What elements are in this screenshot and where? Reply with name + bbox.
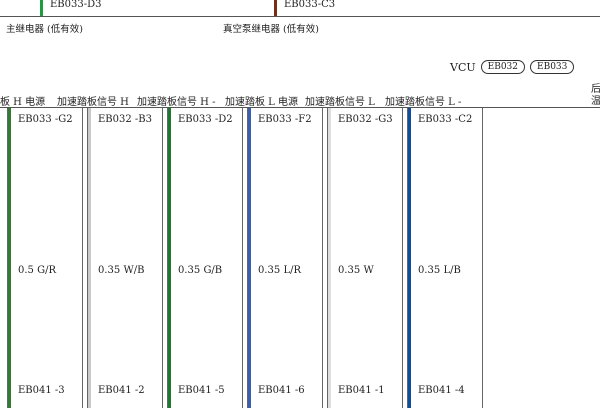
wire-spec-label: 0.5 G/R xyxy=(18,265,56,276)
edge-text-2: 温 xyxy=(591,96,600,107)
vcu-boundary-line xyxy=(0,107,600,108)
wire-column: EB033 -F2 0.35 L/R EB041 -6 xyxy=(247,108,323,408)
connector-pill-eb032: EB032 xyxy=(480,60,526,74)
top-wire-green xyxy=(40,0,43,16)
top-separator-line xyxy=(0,16,600,17)
bottom-pin-label: EB041 -2 xyxy=(98,385,145,396)
signal-l-power: 加速踏板 L 电源 xyxy=(225,97,298,108)
wire-stripe xyxy=(328,108,331,408)
connector-eb033-d3-label: EB033-D3 xyxy=(50,0,102,10)
connector-pill-eb033: EB033 xyxy=(530,60,575,74)
wire-stripe xyxy=(248,108,251,408)
top-pin-label: EB033 -G2 xyxy=(18,114,73,125)
top-pin-label: EB032 -G3 xyxy=(338,114,393,125)
wire-spec-label: 0.35 W/B xyxy=(98,265,145,276)
signal-l: 加速踏板信号 L xyxy=(305,97,375,108)
top-pin-label: EB033 -C2 xyxy=(418,114,473,125)
wire-stripe xyxy=(408,108,411,408)
bottom-pin-label: EB041 -1 xyxy=(338,385,385,396)
wire-spec-label: 0.35 G/B xyxy=(178,265,223,276)
top-pin-label: EB033 -D2 xyxy=(178,114,233,125)
wire-spec-label: 0.35 W xyxy=(338,265,374,276)
wire-spec-label: 0.35 L/B xyxy=(418,265,461,276)
top-pin-label: EB032 -B3 xyxy=(98,114,153,125)
bottom-pin-label: EB041 -6 xyxy=(258,385,305,396)
bottom-pin-label: EB041 -4 xyxy=(418,385,465,396)
wire-spec-label: 0.35 L/R xyxy=(258,265,301,276)
signal-l-minus: 加速踏板信号 L - xyxy=(385,97,462,108)
signal-h-minus: 加速踏板信号 H - xyxy=(137,97,216,108)
vcu-label: VCU xyxy=(450,60,476,74)
top-wire-brown xyxy=(274,0,277,16)
main-relay-label: 主继电器 (低有效) xyxy=(6,24,83,35)
wire-column: EB033 -D2 0.35 G/B EB041 -5 xyxy=(167,108,243,408)
wire-stripe xyxy=(88,108,91,408)
bottom-pin-label: EB041 -3 xyxy=(18,385,65,396)
bottom-pin-label: EB041 -5 xyxy=(178,385,225,396)
wire-stripe xyxy=(8,108,11,408)
wire-column: EB033 -G2 0.5 G/R EB041 -3 xyxy=(7,108,83,408)
wire-column: EB033 -C2 0.35 L/B EB041 -4 xyxy=(407,108,483,408)
wire-column: EB032 -B3 0.35 W/B EB041 -2 xyxy=(87,108,163,408)
wire-stripe xyxy=(168,108,171,408)
connector-eb033-c3-label: EB033-C3 xyxy=(284,0,336,10)
wire-column: EB032 -G3 0.35 W EB041 -1 xyxy=(327,108,403,408)
signal-h-power: 板 H 电源 xyxy=(0,97,46,108)
top-pin-label: EB033 -F2 xyxy=(258,114,312,125)
signal-h: 加速踏板信号 H xyxy=(57,97,129,108)
edge-text-1: 后 xyxy=(591,84,600,95)
vcu-label-group: VCU EB032 EB033 xyxy=(450,60,575,74)
vacuum-pump-relay-label: 真空泵继电器 (低有效) xyxy=(223,24,319,35)
